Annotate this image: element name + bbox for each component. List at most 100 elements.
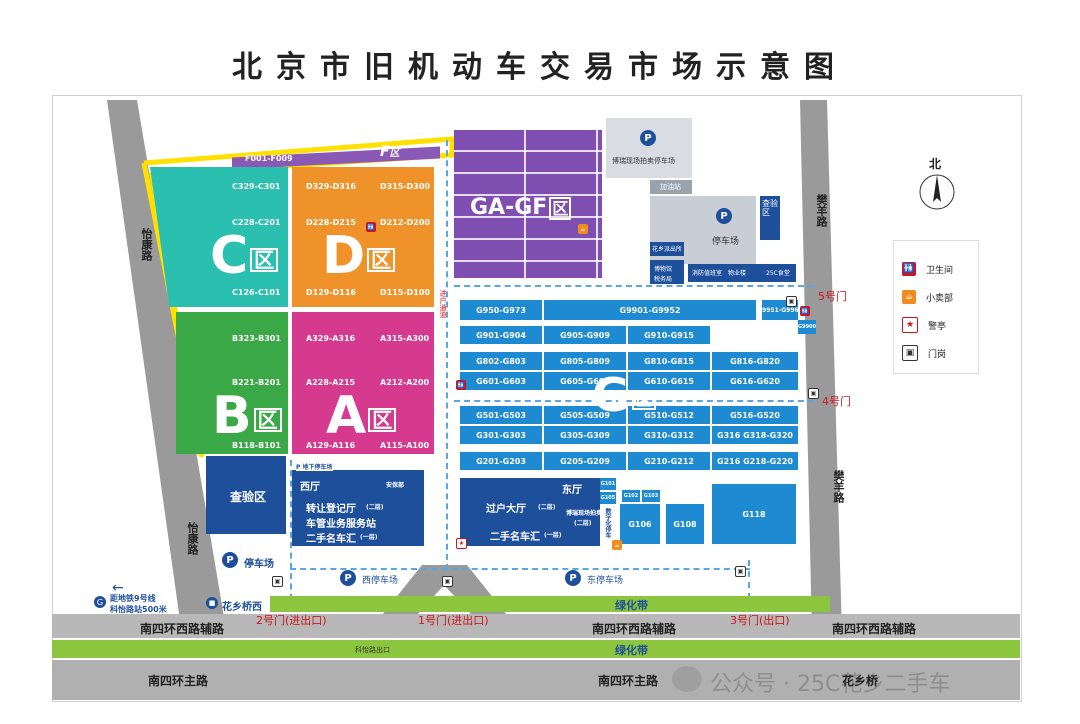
parking-icon-auction: P [640,130,656,146]
g-row-1-cell-2: G905-G909 [544,326,626,344]
zone-f-suffix: 区 [389,148,400,159]
g-small-2: G105 [600,492,616,504]
zone-ga-gf-suffix: 区 [549,197,572,220]
auction-parking-area [606,118,692,178]
toilet-icon: 🚻 [456,380,466,390]
guard-icon: ▣ [902,345,918,361]
zone-a-letter: A [326,386,367,446]
g-top-2: G9901-G9952 [544,300,756,320]
subway-line-1: 距地铁9号线 [110,594,156,603]
gas-station [650,180,692,194]
legend-label-guard: 门岗 [928,349,947,360]
g-row-2-cell-1: G802-G803 [460,352,542,370]
bus-icon: ■ [206,597,218,609]
gas-station-label: 加油站 [660,183,681,191]
compass-icon [919,174,955,210]
page-title: 北京市旧机动车交易市场示意图 [232,50,848,85]
acceptance-label: 查验区 [762,199,778,217]
g-row-6-cell-3: G210-G212 [628,452,710,470]
g-row-1-cell-1: G901-G904 [460,326,542,344]
small-block-5-label: 物业楼 [728,270,747,277]
zone-c-letter: C [210,226,249,286]
guard-icon: ▣ [272,576,283,587]
zone-a-row-3r: A115-A100 [380,441,430,450]
small-block-1-label: 花乡派出所 [652,246,683,253]
east-hall-line-2: 二手名车汇 [490,532,540,543]
s4-main-road [52,660,1020,700]
east-hall-line-1: 过户大厅 [486,504,526,515]
zone-d-row-1r: D315-D300 [380,182,430,191]
zone-b-suffix: 区 [253,408,282,432]
g-small-1: G101 [600,478,616,490]
green-belt-top [270,596,830,612]
zone-f-label: F区 [380,144,400,160]
yikang-top-label: 怡康路 [140,228,153,261]
zone-a-row-1l: A329-A316 [306,334,356,343]
north-label: 北 [929,157,942,171]
zone-d-row-3r: D115-D100 [380,288,430,297]
g-row-6-cell-4: G216 G218-G220 [712,452,798,470]
zone-g-suffix: 区 [631,390,656,410]
road-dash-v1 [446,140,448,570]
g-row-1-cell-3: G910-G915 [628,326,710,344]
s4-aux-mid: 南四环西路辅路 [592,622,677,636]
subway-icon: G [94,596,106,608]
zone-g-letter: G [592,368,630,422]
legend: 🚻 卫生间 ☕ 小卖部 ★ 警亭 ▣ 门岗 [893,240,979,374]
watermark-tail: 花乡桥 [842,674,879,688]
zone-d-row-2l: D228-D215 [306,218,356,227]
small-block-3-label: 税务局 [654,276,673,283]
watermark: 公众号 · 25C花乡二手车 [710,672,951,697]
g-row-4-cell-3: G510-G512 [628,406,710,424]
zone-d-row-2r: D212-D200 [380,218,430,227]
zone-a-row-2r: A212-A200 [380,378,430,387]
toilet-icon: 🚻 [800,306,810,316]
west-hall [292,470,424,546]
zone-b-row-2: B221-B201 [232,378,281,387]
inspection-label: 查验区 [230,490,267,504]
zone-d-suffix: 区 [367,248,396,272]
keyi-label: 科怡路出口 [355,646,390,654]
east-hall-extra: 博瑞现场拍卖 [566,510,603,517]
g-row-3-cell-1: G601-G603 [460,372,542,390]
yikang-road [107,100,227,635]
zone-d-row-1l: D329-D316 [306,182,356,191]
west-hall-line-1: 转让登记厅 [306,504,356,515]
g-row-3-cell-3: G610-G615 [628,372,710,390]
zone-f-strip-label: F001-F009 [245,154,293,163]
road-dash-v2 [290,460,292,610]
guard-icon: ▣ [808,388,819,399]
parking-right-label: 停车场 [712,237,740,247]
west-hall-floor-1: (二层) [366,504,384,511]
legend-row-toilet: 🚻 卫生间 [894,255,978,283]
auction-parking-label: 博瑞现场拍卖停车场 [612,157,675,165]
g-row-5-cell-1: G301-G303 [460,426,542,444]
east-hall-extra-floor: (二层) [574,520,592,527]
s4-aux-left: 南四环西路辅路 [140,622,225,636]
gate-3: 3号门(出口) [730,614,790,627]
parking-west-label: 西停车场 [362,576,399,586]
inspection-block [206,456,286,534]
g-block-1: G106 [620,504,660,544]
east-hall-side: 数字化停车 [604,508,611,538]
g-block-3: G118 [712,484,796,544]
guard-icon: ▣ [786,296,797,307]
green-belt-bottom-label: 绿化带 [615,644,648,657]
green-belt-bottom [52,640,1020,658]
guard-icon: ▣ [442,576,453,587]
legend-label-shop: 小卖部 [926,293,954,304]
green-belt-top-label: 绿化带 [615,599,648,612]
zone-ga-gf [454,130,602,278]
small-block-1 [650,242,684,256]
subway-line-2: 科怡路站500米 [110,605,167,614]
legend-row-guard: ▣ 门岗 [894,339,978,367]
s4-main-left: 南四环主路 [148,674,209,688]
zone-c-row-1: C329-C301 [232,182,281,191]
east-hall-floor-1: (二层) [538,504,556,511]
gate-5: 5号门 [818,290,847,303]
s4-aux-right: 南四环西路辅路 [832,622,917,636]
g-row-6-cell-2: G205-G209 [544,452,626,470]
parking-south-left-label: 停车场 [244,559,274,570]
g-row-2-cell-2: G805-G809 [544,352,626,370]
